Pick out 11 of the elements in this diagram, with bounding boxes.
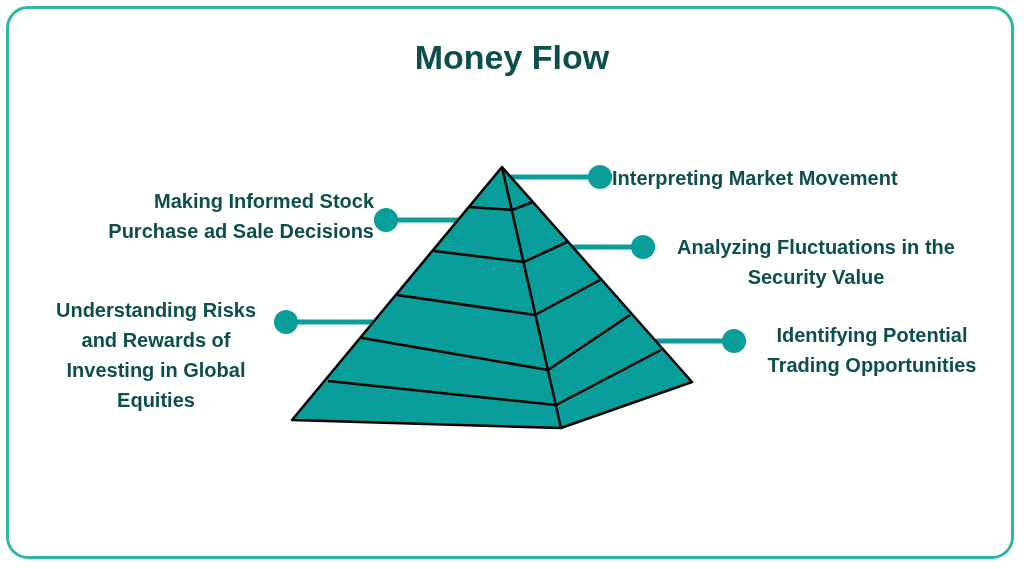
callout-text: Making Informed Stock Purchase ad Sale Decisions	[88, 186, 374, 246]
leader-line	[572, 235, 655, 259]
leader-line	[274, 310, 374, 334]
leader-line	[655, 329, 746, 353]
leader-line	[510, 165, 612, 189]
title: Money Flow	[413, 38, 611, 77]
callout-text: Understanding Risks and Rewards of Investing in Global Equities	[38, 295, 274, 415]
callout-text: Interpreting Market Movement	[612, 163, 898, 193]
leader-line	[374, 208, 458, 232]
callout-text: Identifying Potential Trading Opportunities	[746, 320, 998, 380]
callout-text: Analyzing Fluctuations in the Security Value	[655, 232, 977, 292]
